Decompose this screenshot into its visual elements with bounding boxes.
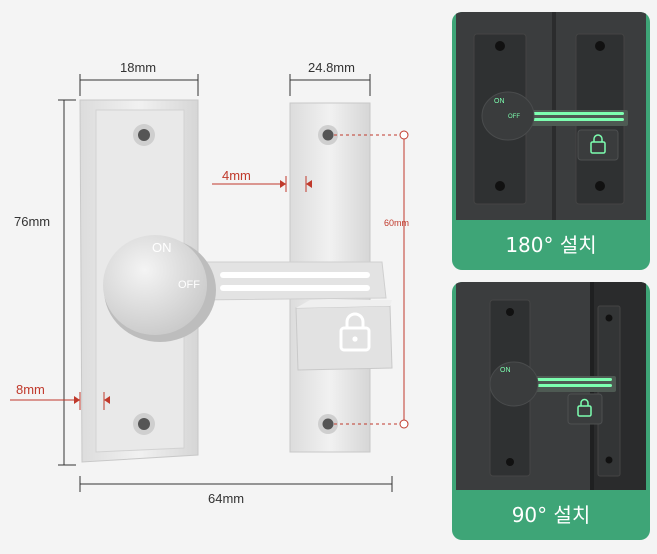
dim-height-left-label: 76mm — [14, 214, 50, 229]
screw-hole-icon — [133, 124, 155, 146]
panel-90-caption: 90° 설치 — [511, 503, 591, 527]
dim-width-right-label: 24.8mm — [308, 60, 355, 75]
panel-180-off-label: OFF — [508, 114, 520, 120]
dim-width-top-label: 18mm — [120, 60, 156, 75]
latch-dimension-drawing: ON OFF 18mm 24.8mm 76mm 4mm 60m — [10, 60, 409, 506]
dim-hole-spacing: 60mm — [334, 130, 409, 429]
dim-width-top: 18mm — [79, 60, 199, 96]
panel-90-on-label: ON — [500, 367, 511, 374]
panel-180-illustration: ON OFF — [456, 12, 646, 220]
panel-90-illustration: ON — [456, 282, 646, 490]
dim-gap-label: 4mm — [222, 168, 251, 183]
lock-icon — [577, 398, 592, 417]
dim-total-width: 64mm — [79, 476, 393, 506]
lock-block — [295, 300, 393, 371]
lock-icon — [590, 134, 606, 154]
panel-90-install: ON 90° 설치 — [452, 282, 650, 540]
dim-edge: 8mm — [10, 382, 110, 410]
lock-icon — [339, 312, 371, 352]
dim-gap: 4mm — [212, 168, 312, 192]
panel-180-on-label: ON — [494, 98, 505, 105]
knob: ON OFF — [103, 235, 216, 342]
panel-180-caption: 180° 설치 — [505, 233, 597, 257]
screw-hole-icon — [318, 414, 338, 434]
dim-width-right: 24.8mm — [289, 60, 371, 96]
knob-on-label: ON — [152, 240, 172, 255]
knob-off-label: OFF — [178, 279, 200, 291]
dim-total-width-label: 64mm — [208, 491, 244, 506]
latch-bolt — [194, 261, 387, 301]
panel-180-install: ON OFF 180° 설치 — [452, 12, 650, 270]
dim-edge-label: 8mm — [16, 382, 45, 397]
screw-hole-icon — [133, 413, 155, 435]
screw-hole-icon — [318, 125, 338, 145]
dim-height-left: 76mm — [14, 99, 76, 466]
dim-hole-spacing-label: 60mm — [384, 218, 409, 228]
